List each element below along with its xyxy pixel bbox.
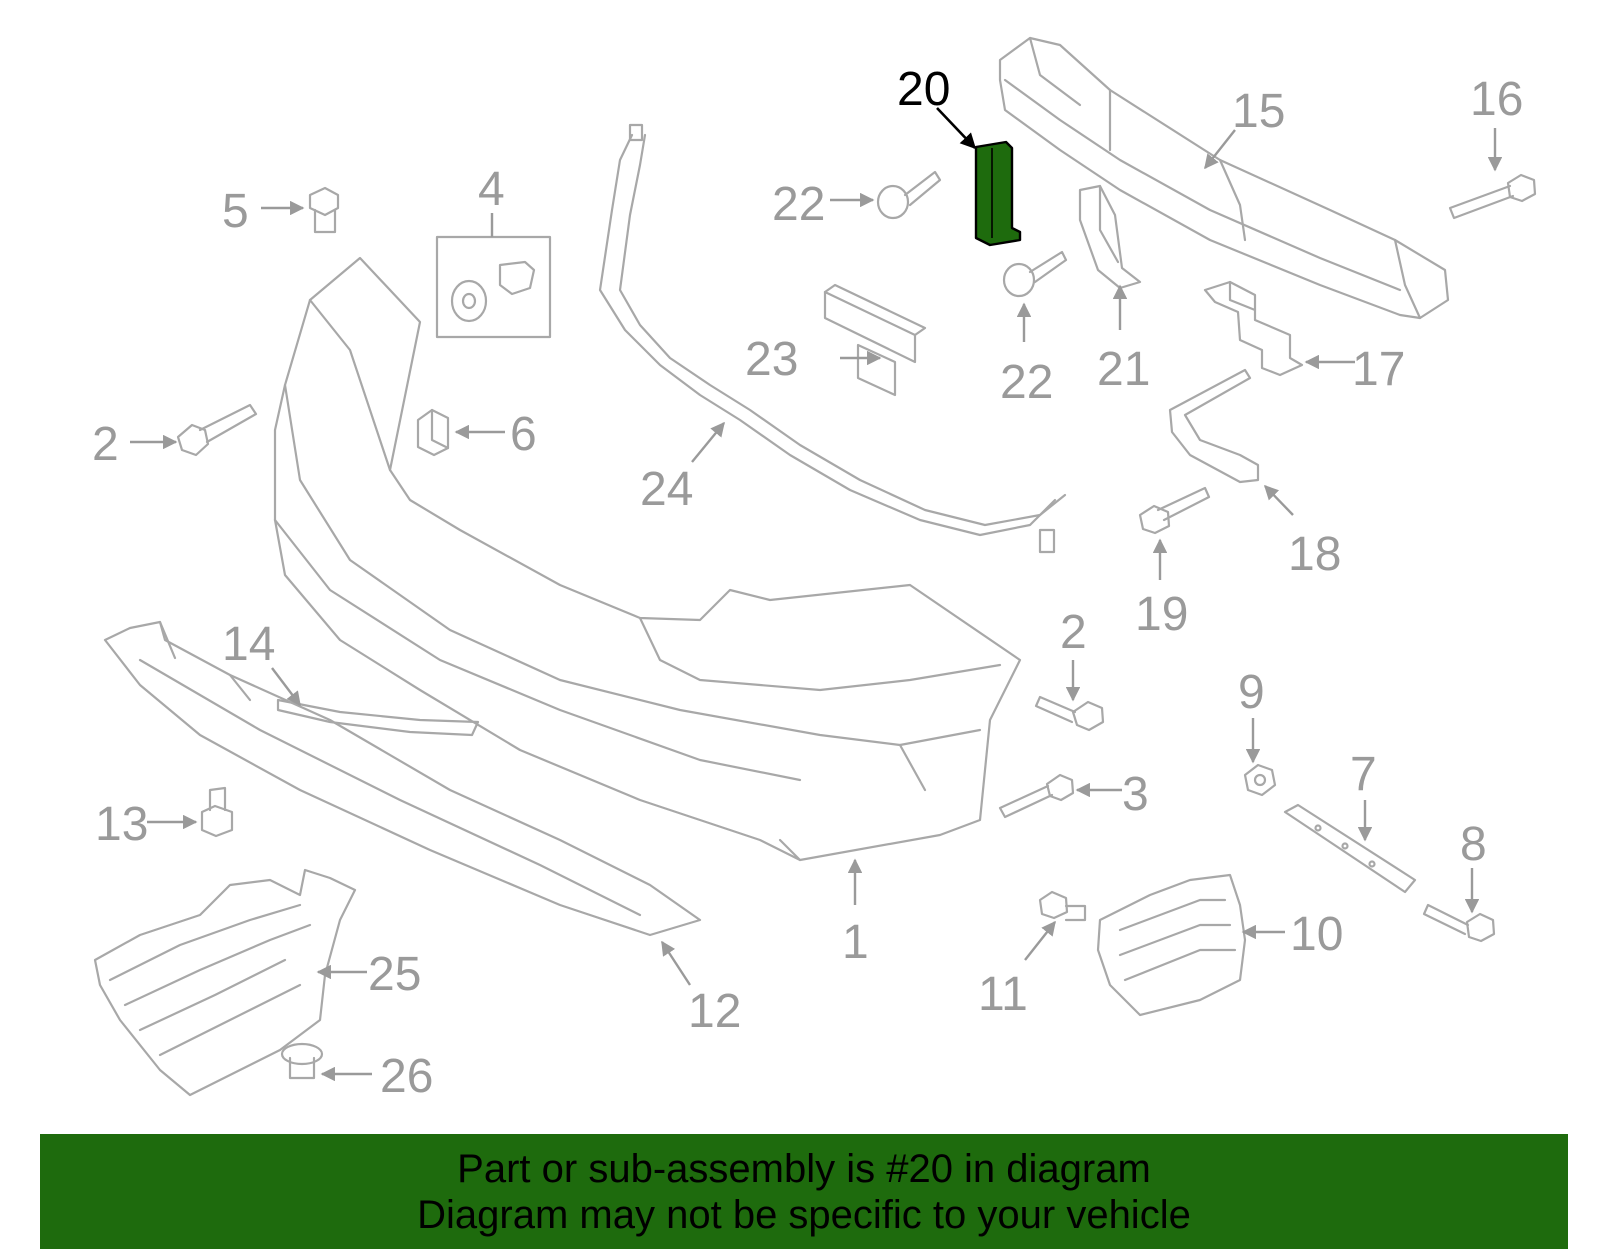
callout-21: 21 bbox=[1097, 343, 1150, 396]
bolt-19 bbox=[1138, 486, 1211, 535]
bolt-3 bbox=[998, 773, 1075, 819]
bracket-10 bbox=[1096, 873, 1247, 1017]
callout-2-right: 2 bbox=[1060, 606, 1087, 659]
callout-22-upper: 22 bbox=[772, 178, 825, 231]
banner-line-disclaimer: Diagram may not be specific to your vehi… bbox=[417, 1193, 1191, 1237]
parts-diagram: 5 4 2 6 24 23 22 20 22 21 15 16 17 18 19… bbox=[92, 36, 1537, 1103]
clip-kit-4 bbox=[435, 235, 552, 339]
callout-22-lower: 22 bbox=[1000, 356, 1053, 409]
bolt-8 bbox=[1422, 903, 1496, 943]
callout-13: 13 bbox=[95, 798, 148, 851]
trim-strip-14 bbox=[276, 698, 480, 737]
fastener-11 bbox=[1038, 890, 1087, 922]
bolt-16 bbox=[1448, 173, 1537, 220]
callout-18: 18 bbox=[1288, 528, 1341, 581]
bracket-23 bbox=[823, 283, 927, 397]
callout-16: 16 bbox=[1470, 73, 1523, 126]
callout-17: 17 bbox=[1352, 343, 1405, 396]
callout-25: 25 bbox=[368, 948, 421, 1001]
callout-26: 26 bbox=[380, 1050, 433, 1103]
screw-22-upper bbox=[876, 170, 942, 220]
bracket-18 bbox=[1168, 368, 1260, 484]
leader-lines bbox=[130, 107, 1503, 1082]
banner-line-part: Part or sub-assembly is #20 in diagram bbox=[457, 1147, 1151, 1191]
callout-15: 15 bbox=[1232, 85, 1285, 138]
callout-12: 12 bbox=[688, 985, 741, 1038]
callout-6: 6 bbox=[510, 408, 537, 461]
bolt-2-left bbox=[176, 403, 258, 457]
callout-3: 3 bbox=[1122, 768, 1149, 821]
callout-9: 9 bbox=[1238, 666, 1265, 719]
callout-19: 19 bbox=[1135, 588, 1188, 641]
callout-23: 23 bbox=[745, 333, 798, 386]
callout-5: 5 bbox=[222, 185, 249, 238]
reinforcement-bar-15 bbox=[998, 36, 1450, 320]
callout-7: 7 bbox=[1350, 748, 1377, 801]
clip-26 bbox=[280, 1042, 324, 1080]
callout-20: 20 bbox=[897, 63, 950, 116]
screw-5 bbox=[308, 186, 340, 234]
screw-22-lower bbox=[1002, 250, 1068, 298]
bracket-strip-7 bbox=[1283, 803, 1417, 894]
callout-4: 4 bbox=[478, 163, 505, 216]
callout-10: 10 bbox=[1290, 908, 1343, 961]
callout-11: 11 bbox=[978, 968, 1028, 1021]
bracket-20-highlighted bbox=[974, 140, 1022, 247]
splash-shield-25 bbox=[93, 868, 357, 1097]
callout-8: 8 bbox=[1460, 818, 1487, 871]
clip-6 bbox=[416, 408, 450, 457]
fastener-13 bbox=[200, 786, 234, 838]
info-banner: Part or sub-assembly is #20 in diagram D… bbox=[40, 1134, 1568, 1249]
bracket-21 bbox=[1078, 184, 1142, 290]
bracket-17 bbox=[1203, 280, 1304, 377]
callout-1: 1 bbox=[842, 916, 869, 969]
bumper-cover-part bbox=[273, 256, 1022, 862]
nut-9 bbox=[1243, 763, 1277, 797]
callout-2-left: 2 bbox=[92, 418, 119, 471]
wiring-harness-24 bbox=[598, 123, 1067, 554]
callout-24: 24 bbox=[640, 463, 693, 516]
callout-14: 14 bbox=[222, 618, 275, 671]
bolt-2-right bbox=[1034, 695, 1105, 732]
lower-strip-12 bbox=[103, 620, 702, 937]
